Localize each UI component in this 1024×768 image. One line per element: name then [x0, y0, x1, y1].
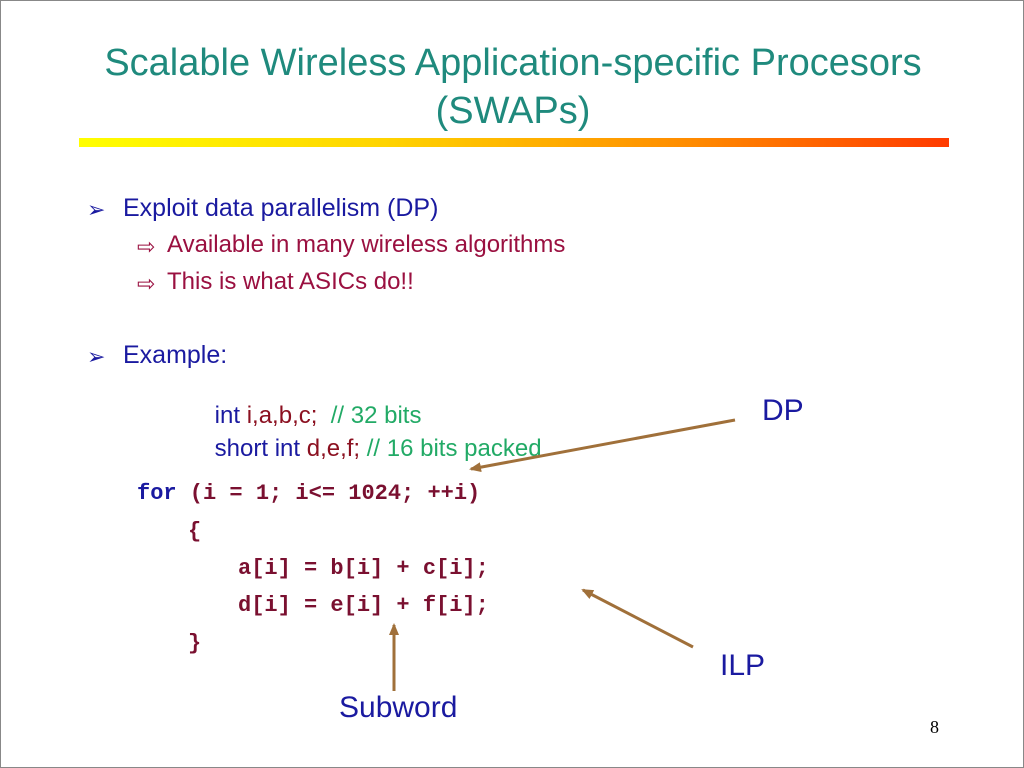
decl-vars: d,e,f; — [300, 435, 361, 462]
callout-dp: DP — [762, 394, 804, 427]
code-for-header: (i = 1; i<= 1024; ++i) — [176, 481, 481, 506]
callout-subword: Subword — [339, 691, 458, 724]
declaration-int: int i,a,b,c; // 32 bits — [188, 374, 422, 458]
decl-type: short int — [214, 435, 301, 462]
slide-title: Scalable Wireless Application-specific P… — [61, 39, 965, 135]
bullet-example: Example: — [123, 341, 228, 369]
callout-ilp: ILP — [720, 649, 766, 682]
decl-type: int — [214, 402, 241, 429]
bullet-arrow-icon: ➢ — [87, 197, 106, 222]
decl-comment: // 16 bits packed — [360, 435, 542, 462]
code-open-brace: { — [188, 519, 202, 544]
code-for-line: for (i = 1; i<= 1024; ++i) — [137, 481, 480, 506]
sub-bullet-available: Available in many wireless algorithms — [167, 231, 566, 258]
sub-bullet-arrow-icon: ⇨ — [137, 271, 156, 296]
code-line-def: d[i] = e[i] + f[i]; — [238, 593, 489, 618]
sub-bullet-asics: This is what ASICs do!! — [167, 268, 414, 295]
sub-bullet-arrow-icon: ⇨ — [137, 234, 156, 259]
code-line-abc: a[i] = b[i] + c[i]; — [238, 556, 489, 581]
page-number: 8 — [930, 717, 939, 737]
decl-comment: // 32 bits — [317, 402, 422, 429]
declaration-short-int: short int d,e,f; // 16 bits packed — [188, 407, 542, 491]
title-line-2: (SWAPs) — [435, 90, 591, 132]
title-gradient-rule — [79, 138, 949, 147]
title-line-1: Scalable Wireless Application-specific P… — [104, 42, 922, 84]
code-for-keyword: for — [137, 481, 177, 506]
bullet-exploit: Exploit data parallelism (DP) — [123, 194, 439, 222]
ilp-arrow — [581, 588, 694, 649]
bullet-arrow-icon: ➢ — [87, 344, 106, 369]
decl-vars: i,a,b,c; — [240, 402, 318, 429]
dp-arrow — [469, 418, 736, 473]
code-close-brace: } — [188, 631, 202, 656]
